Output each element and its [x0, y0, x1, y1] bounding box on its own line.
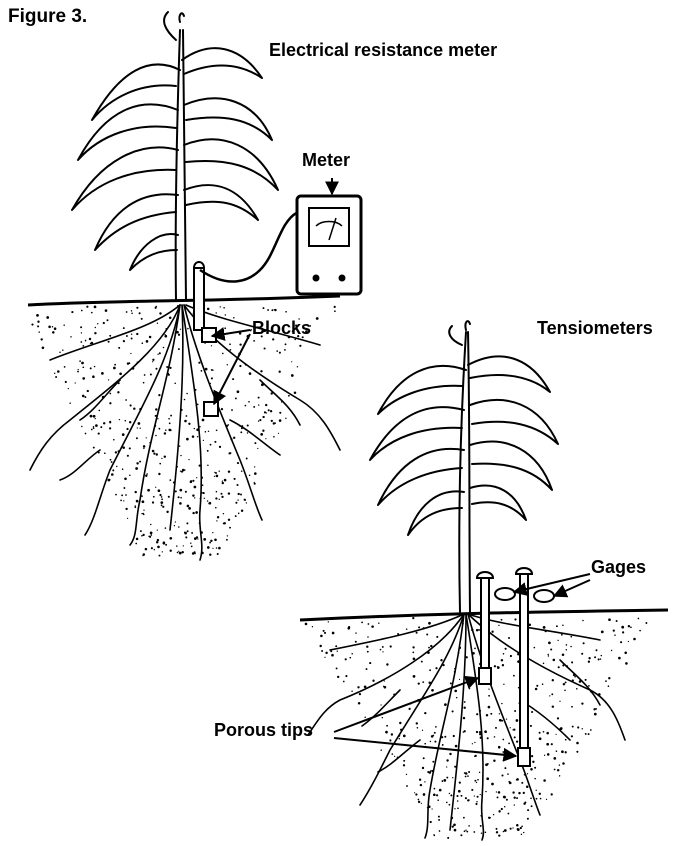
plant-right	[370, 321, 558, 612]
porous-tips-arrow-2	[334, 738, 516, 756]
plant-left	[72, 12, 278, 300]
gages-arrow-2	[554, 580, 590, 596]
soil-surface-left	[28, 296, 340, 305]
resistance-block-2	[204, 402, 218, 416]
resistance-meter	[297, 196, 361, 294]
blocks-arrow-1	[212, 330, 250, 336]
section-title-tensiometers: Tensiometers	[537, 318, 653, 339]
soil-speckles-right	[305, 617, 648, 839]
label-porous-tips: Porous tips	[214, 720, 313, 741]
tensiometer-1	[477, 572, 493, 684]
porous-tip-1	[479, 668, 491, 684]
label-gages: Gages	[591, 557, 646, 578]
figure-title: Figure 3.	[8, 6, 87, 28]
gage-1	[495, 588, 515, 600]
gage-2	[534, 590, 554, 602]
porous-tip-2	[518, 748, 530, 766]
roots-left	[30, 305, 340, 560]
meter-cable	[200, 211, 312, 282]
tensiometer-2	[516, 568, 532, 766]
label-blocks: Blocks	[252, 318, 311, 339]
section-title-resistance: Electrical resistance meter	[269, 40, 497, 61]
blocks-arrow-2	[214, 334, 250, 404]
label-meter: Meter	[302, 150, 350, 171]
